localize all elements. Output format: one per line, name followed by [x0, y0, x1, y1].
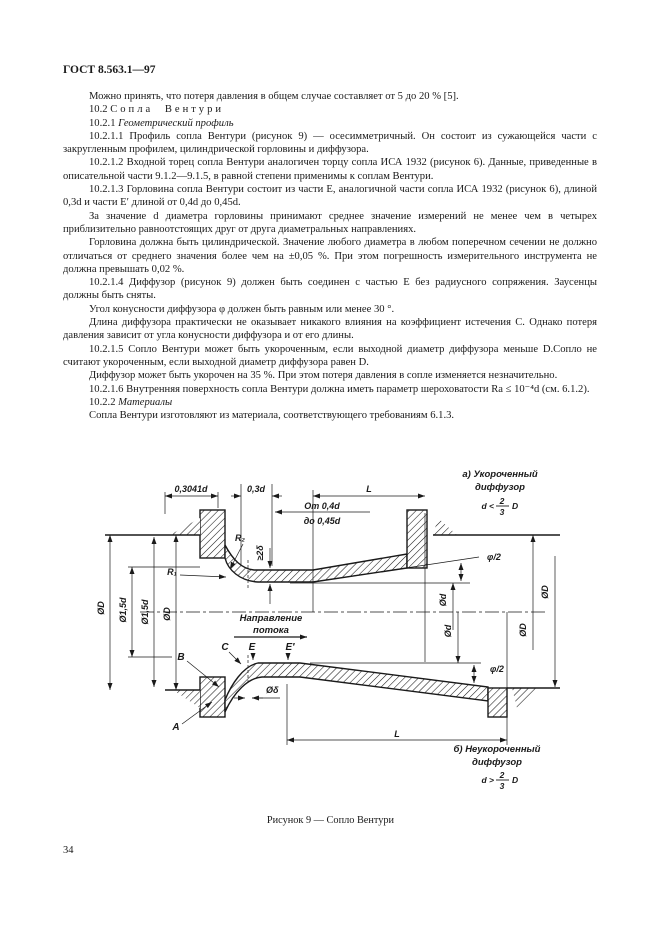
paragraph: 10.2 Сопла Вентури — [89, 104, 225, 116]
formula-b-suffix: D — [512, 775, 518, 785]
figure-labels: 0,3041d 0,3d L От 0,4d до 0,45d а) Укоро… — [96, 469, 550, 791]
flow-direction-line2: потока — [253, 625, 289, 636]
dim-label-0-3041d: 0,3041d — [174, 484, 208, 494]
inlet-flange-top — [199, 509, 226, 559]
paragraph: 10.2.1.5 Сопло Вентури может быть укороч… — [63, 343, 597, 368]
paragraph: Сопла Вентури изготовляют из материала, … — [89, 410, 455, 422]
dim-label-from-04d: От 0,4d — [304, 501, 340, 511]
label-letter-e: E — [249, 642, 256, 653]
paragraph: 10.2.1.4 Диффузор (рисунок 9) должен быт… — [63, 277, 597, 302]
figure-caption: Рисунок 9 — Сопло Вентури — [266, 815, 395, 826]
paragraph: 10.2.1.1 Профиль сопла Вентури (рисунок … — [63, 130, 597, 156]
label-dia-D-left2: ØD — [162, 607, 172, 621]
paragraph: Диффузор может быть укорочен на 35 %. Пр… — [89, 370, 558, 382]
dimension-lines — [107, 493, 558, 781]
variant-b-line2: диффузор — [472, 757, 522, 768]
label-dia-D-right1: ØD — [518, 623, 528, 637]
paragraph: Горловина должна быть цилиндрической. Зн… — [63, 237, 597, 275]
extension-lines — [128, 484, 508, 745]
formula-b-den: 3 — [500, 781, 505, 791]
figure-venturi-nozzle: 0,3041d 0,3d L От 0,4d до 0,45d а) Укоро… — [45, 462, 645, 838]
dim-label-L-top: L — [366, 484, 372, 494]
dim-label-0-3d: 0,3d — [247, 484, 266, 494]
label-dia-delta: Øδ — [266, 685, 279, 695]
flow-direction-line1: Направление — [240, 613, 303, 624]
outlet-flange-top — [406, 509, 428, 569]
doc-header: ГОСТ 8.563.1—97 — [63, 64, 156, 76]
outlet-flange-bottom — [487, 687, 508, 718]
paragraph: 10.2.1 Геометрический профиль — [89, 117, 234, 129]
label-dia-15d-left1: Ø1,5d — [118, 597, 128, 623]
paragraph: 10.2.2 Материалы — [89, 396, 173, 408]
nozzle-body-bottom — [224, 662, 489, 713]
label-ge-2delta: ≥2δ — [255, 545, 265, 561]
label-dia-15d-left2: Ø1,5d — [140, 599, 150, 625]
variant-b-line1: б) Неукороченный — [454, 744, 541, 755]
paragraph: 10.2.1.3 Горловина сопла Вентури состоит… — [63, 184, 597, 209]
formula-a-suffix: D — [512, 501, 518, 511]
label-phi-half-top: φ/2 — [487, 552, 501, 562]
page-number: 34 — [63, 845, 74, 856]
paragraph: Длина диффузора практически не оказывает… — [63, 317, 597, 342]
formula-a-prefix: d < — [481, 501, 494, 511]
formula-b-prefix: d > — [481, 775, 494, 785]
label-letter-e-prime: E′ — [285, 642, 295, 653]
label-r1: R₁ — [167, 567, 177, 577]
paragraph: За значение d диаметра горловины принима… — [63, 210, 597, 235]
variant-a-line2: диффузор — [475, 482, 525, 493]
inlet-flange-bottom — [199, 676, 226, 718]
pipe-walls — [105, 534, 560, 691]
variant-a-line1: а) Укороченный — [462, 469, 537, 480]
formula-a-den: 3 — [500, 507, 505, 517]
formula-a-num: 2 — [499, 496, 505, 506]
label-dia-d-bottom: Ød — [443, 624, 453, 637]
label-r2: R₂ — [235, 533, 245, 543]
paragraph: 10.2.1.2 Входной торец сопла Вентури ана… — [63, 157, 597, 182]
label-dia-D-left1: ØD — [96, 601, 106, 615]
pipe-wall-hatch — [170, 518, 538, 708]
dim-label-L-bottom: L — [394, 729, 400, 739]
dim-label-to-045d: до 0,45d — [304, 516, 341, 526]
body-text: Можно принять, что потеря давления в общ… — [63, 90, 597, 422]
paragraph: 10.2.1.6 Внутренняя поверхность сопла Ве… — [89, 383, 590, 395]
venturi-drawing: 0,3041d 0,3d L От 0,4d до 0,45d а) Укоро… — [96, 469, 560, 791]
label-letter-b: B — [177, 652, 184, 663]
paragraph: Можно принять, что потеря давления в общ… — [89, 91, 459, 102]
label-dia-d-top: Ød — [438, 593, 448, 606]
label-letter-c: C — [221, 642, 229, 653]
label-dia-D-right2: ØD — [540, 585, 550, 599]
label-phi-half-bottom: φ/2 — [490, 664, 504, 674]
formula-b-num: 2 — [499, 770, 505, 780]
nozzle-body-top — [224, 544, 408, 583]
label-letter-a: A — [171, 722, 179, 733]
paragraph: Угол конусности диффузора φ должен быть … — [89, 303, 395, 315]
